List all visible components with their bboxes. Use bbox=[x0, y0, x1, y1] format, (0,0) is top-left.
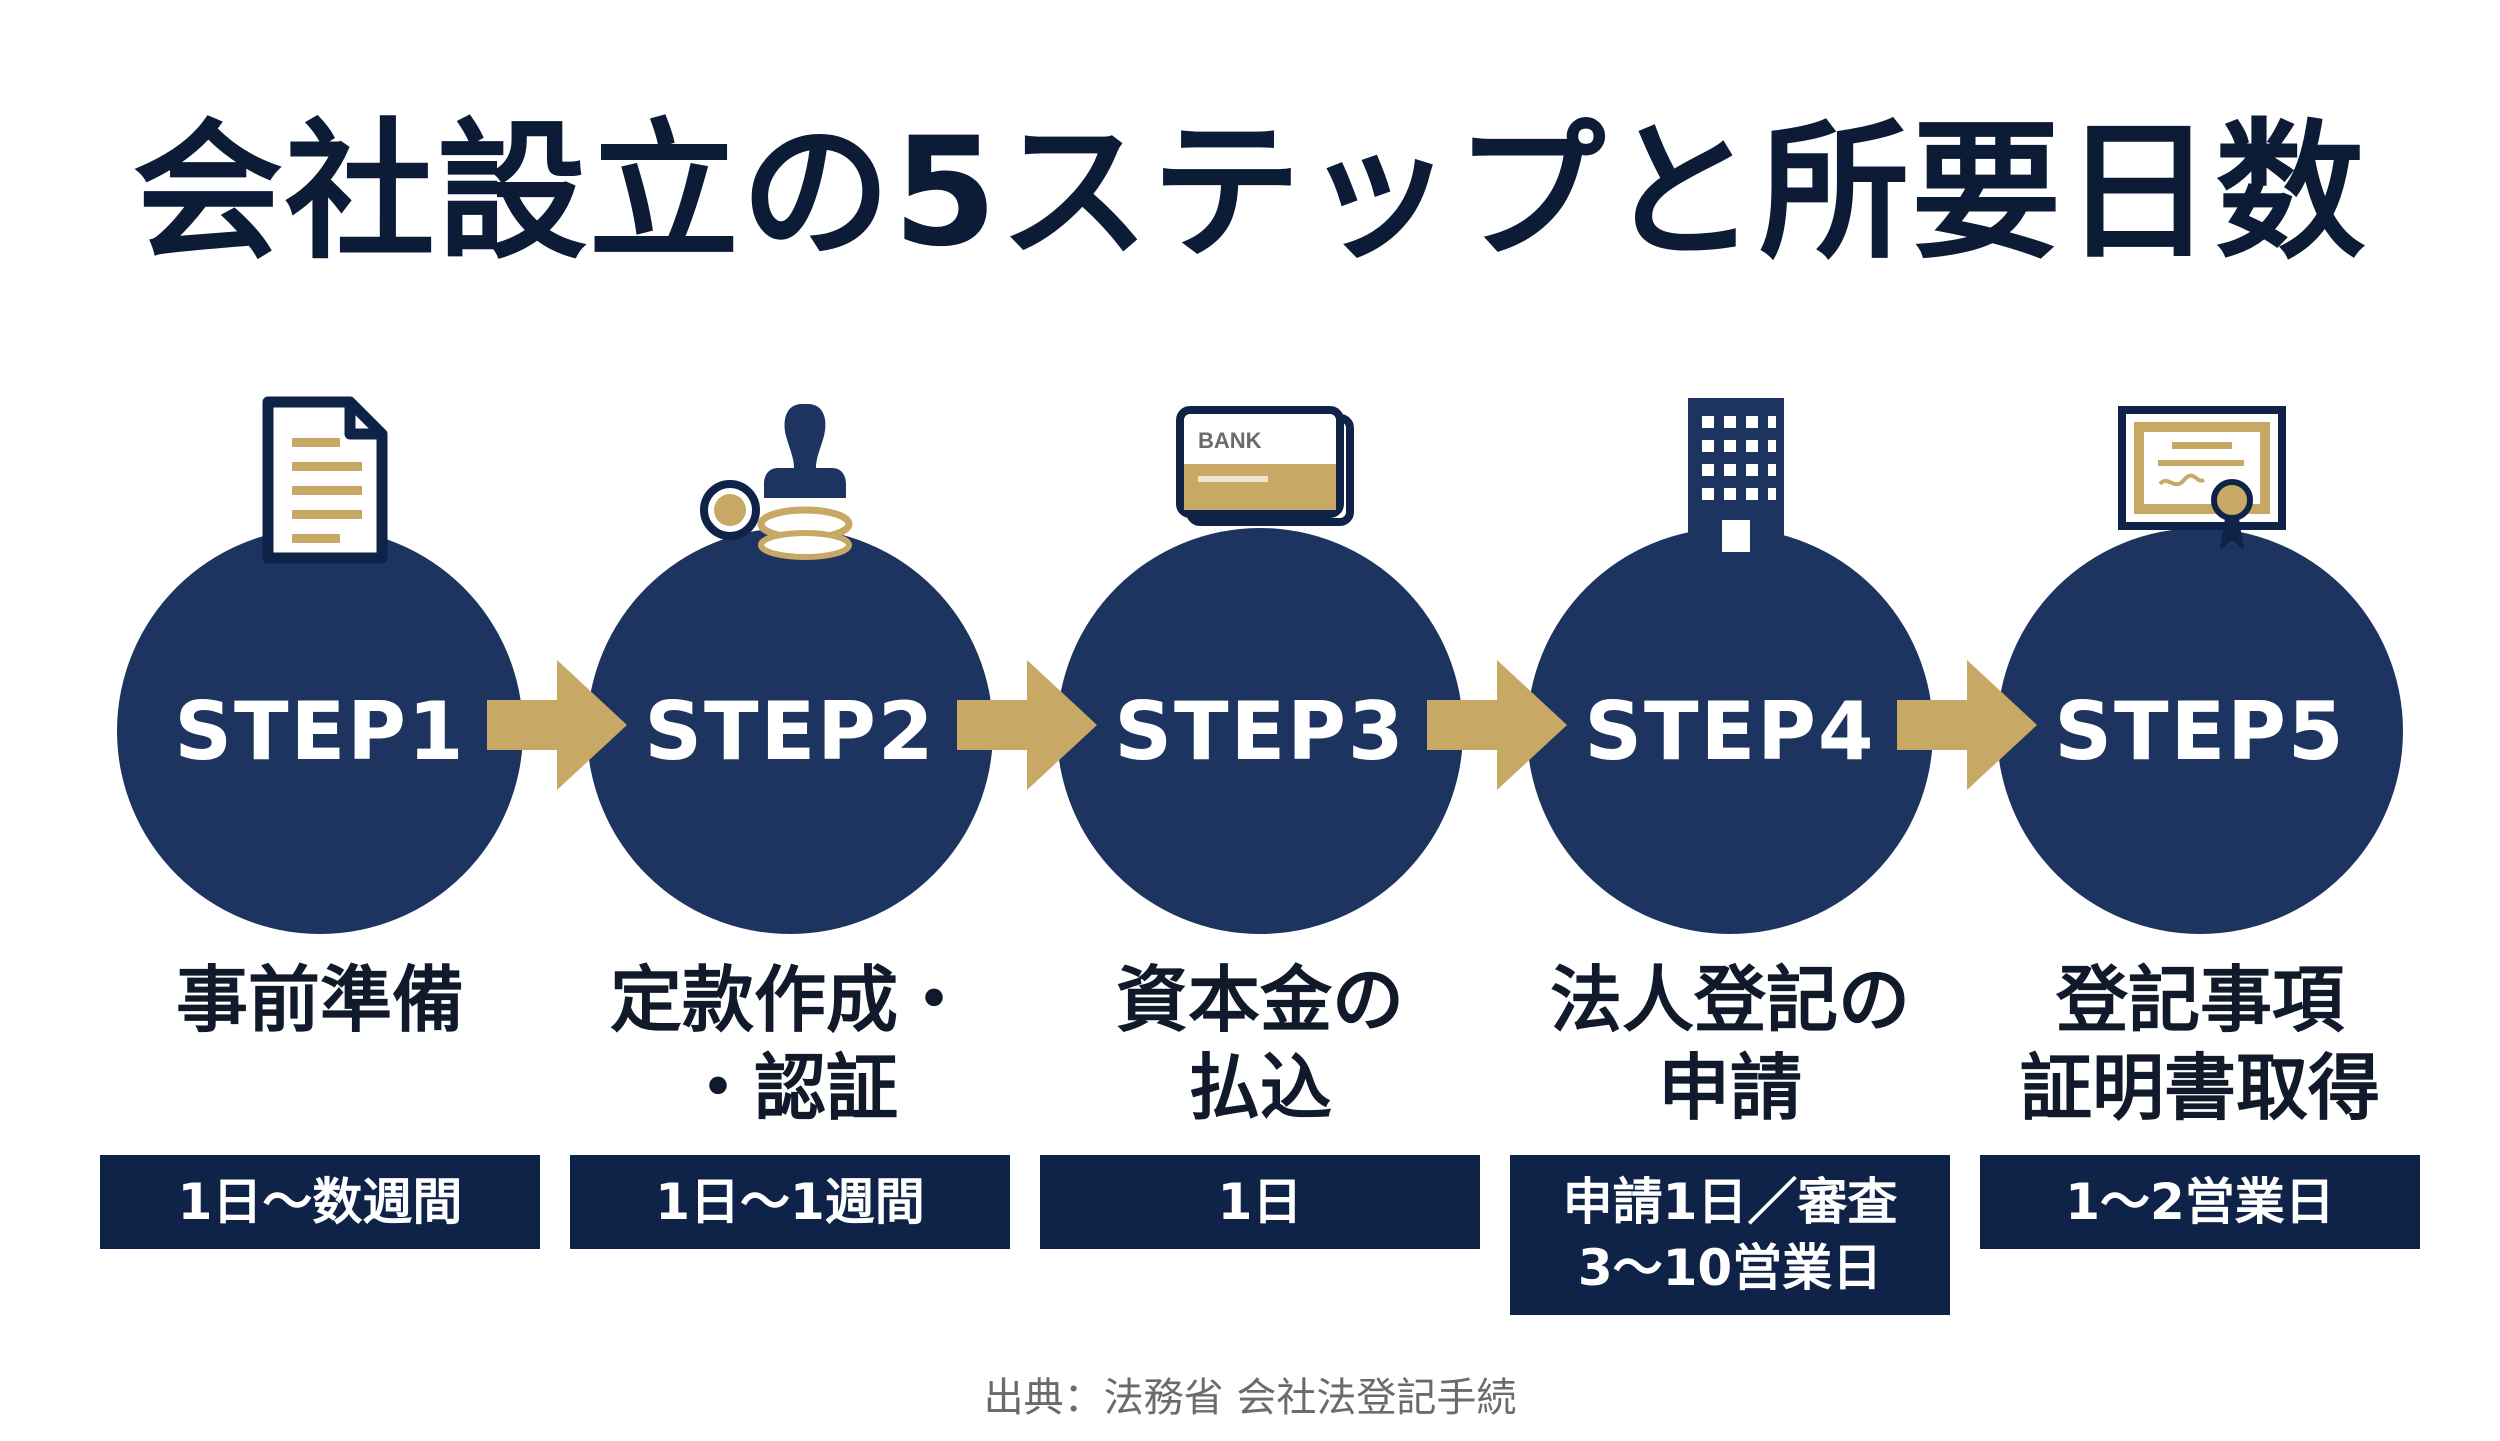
document-icon bbox=[220, 380, 420, 580]
step-circle: STEP3 bbox=[1057, 528, 1463, 934]
step-name: 資本金の 払込 bbox=[1115, 958, 1404, 1130]
step-5: STEP5 登記事項 証明書取得 1〜2営業日 bbox=[1965, 380, 2435, 1330]
step-circle: STEP5 bbox=[1997, 528, 2403, 934]
step-2: STEP2 定款作成・ ・認証 1日〜1週間 bbox=[555, 380, 1025, 1330]
step-label: STEP5 bbox=[2054, 684, 2346, 778]
step-name: 定款作成・ ・認証 bbox=[609, 958, 970, 1130]
duration-badge: 1〜2営業日 bbox=[1980, 1155, 2420, 1249]
step-circle: STEP4 bbox=[1527, 528, 1933, 934]
step-name: 登記事項 証明書取得 bbox=[2019, 958, 2380, 1130]
step-label: STEP2 bbox=[644, 684, 936, 778]
step-3: STEP3 BANK 資本金の 払込 1日 bbox=[1025, 380, 1495, 1330]
step-name: 法人登記の 申請 bbox=[1549, 958, 1910, 1130]
step-4: STEP4 法人登記の 申請 申請1日／審査 3〜10営業日 bbox=[1495, 380, 1965, 1330]
duration-badge: 申請1日／審査 3〜10営業日 bbox=[1510, 1155, 1950, 1315]
duration-badge: 1日〜1週間 bbox=[570, 1155, 1010, 1249]
building-icon bbox=[1630, 380, 1830, 580]
arrow-right-icon bbox=[1897, 660, 2037, 790]
duration-badge: 1日〜数週間 bbox=[100, 1155, 540, 1249]
stamp-icon bbox=[690, 380, 890, 580]
certificate-icon bbox=[2100, 380, 2300, 580]
bank-card-icon: BANK bbox=[1160, 380, 1360, 580]
source-citation: 出典：法務省 会社法登記手続 bbox=[983, 1375, 1517, 1421]
step-name: 事前準備 bbox=[175, 958, 464, 1042]
step-1: STEP1 事前準備 1日〜数週間 bbox=[85, 380, 555, 1330]
step-label: STEP1 bbox=[174, 684, 466, 778]
arrow-right-icon bbox=[487, 660, 627, 790]
page-title: 会社設立の5ステップと所要日数 bbox=[132, 106, 2368, 280]
arrow-right-icon bbox=[957, 660, 1097, 790]
duration-badge: 1日 bbox=[1040, 1155, 1480, 1249]
step-label: STEP4 bbox=[1584, 684, 1876, 778]
step-circle: STEP1 bbox=[117, 528, 523, 934]
arrow-right-icon bbox=[1427, 660, 1567, 790]
bank-card-text: BANK bbox=[1198, 428, 1262, 453]
step-circle: STEP2 bbox=[587, 528, 993, 934]
step-label: STEP3 bbox=[1114, 684, 1406, 778]
